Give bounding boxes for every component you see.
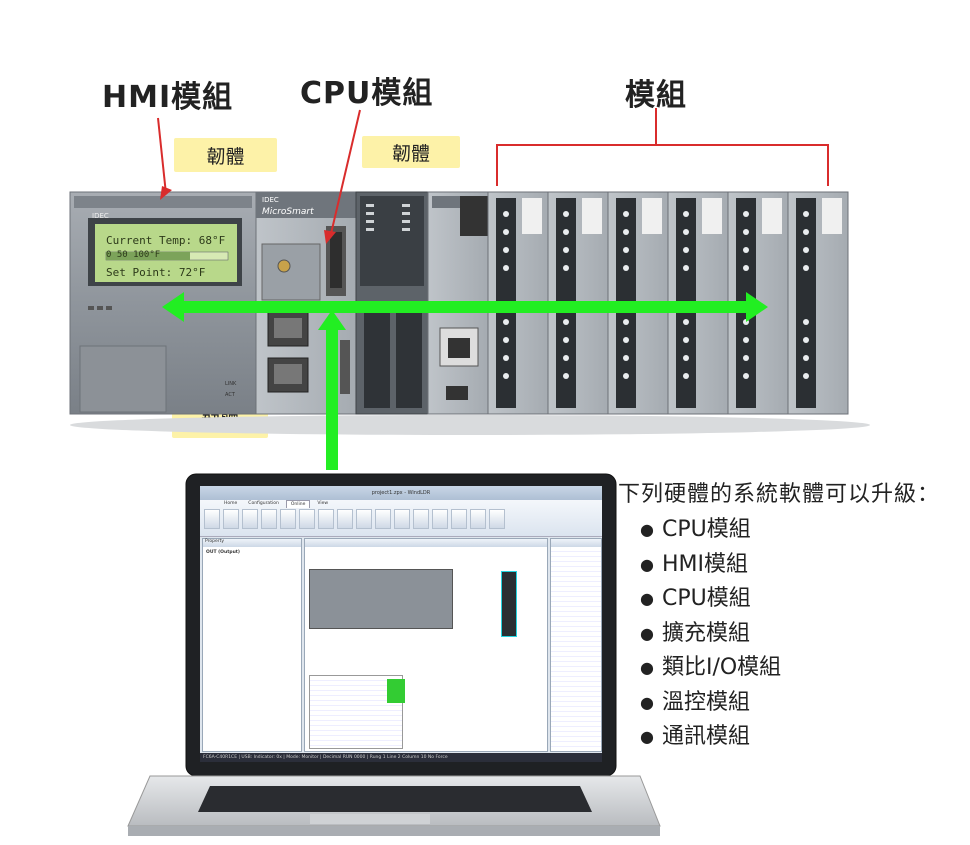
ribbon-button[interactable] [318,509,334,529]
tab-online[interactable]: Online [285,500,311,508]
cpu-model: MicroSmart [262,207,314,217]
cpu-brand: IDEC [262,196,279,204]
ribbon-button[interactable] [451,509,467,529]
io-modules-label: 模組 [625,78,687,113]
ribbon-button[interactable] [280,509,296,529]
io-module-6 [787,191,849,415]
ribbon-button[interactable] [375,509,391,529]
lcd-line-3: Set Point: 72°F [106,266,205,279]
firmware-tag-cpu: 韌體 [362,136,460,168]
green-arrow-left [162,292,184,322]
list-item: ●擴充模組 [640,617,781,652]
device-shadow [70,415,870,435]
list-item: ●HMI模組 [640,548,781,583]
green-arrow-up [318,310,346,330]
ribbon-button[interactable] [394,509,410,529]
ribbon-button[interactable] [356,509,372,529]
laptop-keyboard [198,786,592,812]
hmi-callout-arrowhead [160,186,172,200]
list-item-label: 溫控模組 [661,689,750,715]
lcd-line-2: 0 50 100°F [106,250,160,260]
windldr-window: project1.zpx - WindLDR Home Configuratio… [200,486,602,762]
module-config-panel [304,538,548,752]
list-item: ●通訊模組 [640,720,781,755]
red-callouts [157,108,829,239]
cpu-callout-arrowhead [324,230,336,244]
properties-panel: Property OUT (Output) [202,538,302,752]
green-horizontal-bar [180,301,750,313]
green-arrow-right [746,292,768,322]
cpu-callout-line [329,109,361,239]
list-item-label: CPU模組 [661,517,751,542]
software-title: project1.zpx - WindLDR [371,490,431,496]
list-item-label: 擴充模組 [661,620,750,646]
hmi-module-label: HMI模組 [102,80,234,115]
ribbon-button[interactable] [242,509,258,529]
ribbon-button[interactable] [489,509,505,529]
module-config-slot [501,571,517,637]
list-item: ●類比I/O模組 [640,651,781,686]
list-item: ●CPU模組 [640,513,781,548]
software-status-bar: FC6A-C40R1CE | USB: Indicator: 0x | Mode… [200,753,602,762]
properties-title: Property [203,539,301,547]
ribbon-button[interactable] [223,509,239,529]
upgrade-list-title: 下列硬體的系統軟體可以升級： [618,482,941,507]
modules-bracket [496,144,829,186]
svg-text:LINK: LINK [225,381,237,387]
tab-view[interactable]: View [317,501,329,506]
tab-home[interactable]: Home [224,501,238,506]
ribbon-button[interactable] [413,509,429,529]
list-item-label: 通訊模組 [661,724,750,749]
green-vertical-bar [326,325,338,470]
monitor-highlight [387,679,405,703]
laptop-base-front [128,826,660,836]
lcd-line-1: Current Temp: 68°F [106,234,225,247]
list-item-label: CPU模組 [661,586,751,611]
svg-text:ACT: ACT [225,392,236,398]
tab-configuration[interactable]: Configuration [248,501,279,506]
list-item-label: 類比I/O模組 [661,655,782,680]
cpu-module-label: CPU模組 [300,76,434,111]
ribbon-button[interactable] [204,509,220,529]
firmware-tag-hmi: 韌體 [174,138,277,172]
green-arrows [162,292,768,470]
ribbon-button[interactable] [299,509,315,529]
upgrade-list: ●CPU模組 ●HMI模組 ●CPU模組 ●擴充模組 ●類比I/O模組 ●溫控模… [640,513,781,755]
list-item: ●CPU模組 [640,582,781,617]
ribbon-button[interactable] [261,509,277,529]
ribbon-button[interactable] [337,509,353,529]
module-list-panel [550,538,602,752]
list-item: ●溫控模組 [640,686,781,721]
properties-item: OUT (Output) [206,550,240,555]
software-titlebar: project1.zpx - WindLDR [200,486,602,500]
ribbon-button[interactable] [432,509,448,529]
module-list [551,547,601,747]
hmi-callout-line [157,117,167,195]
laptop-touchpad [310,814,430,824]
ribbon-button[interactable] [470,509,486,529]
list-item-label: HMI模組 [661,551,748,577]
software-ribbon: Home Configuration Online View [200,500,602,537]
module-config-graphic [309,569,453,629]
hmi-brand: IDEC [92,212,109,220]
